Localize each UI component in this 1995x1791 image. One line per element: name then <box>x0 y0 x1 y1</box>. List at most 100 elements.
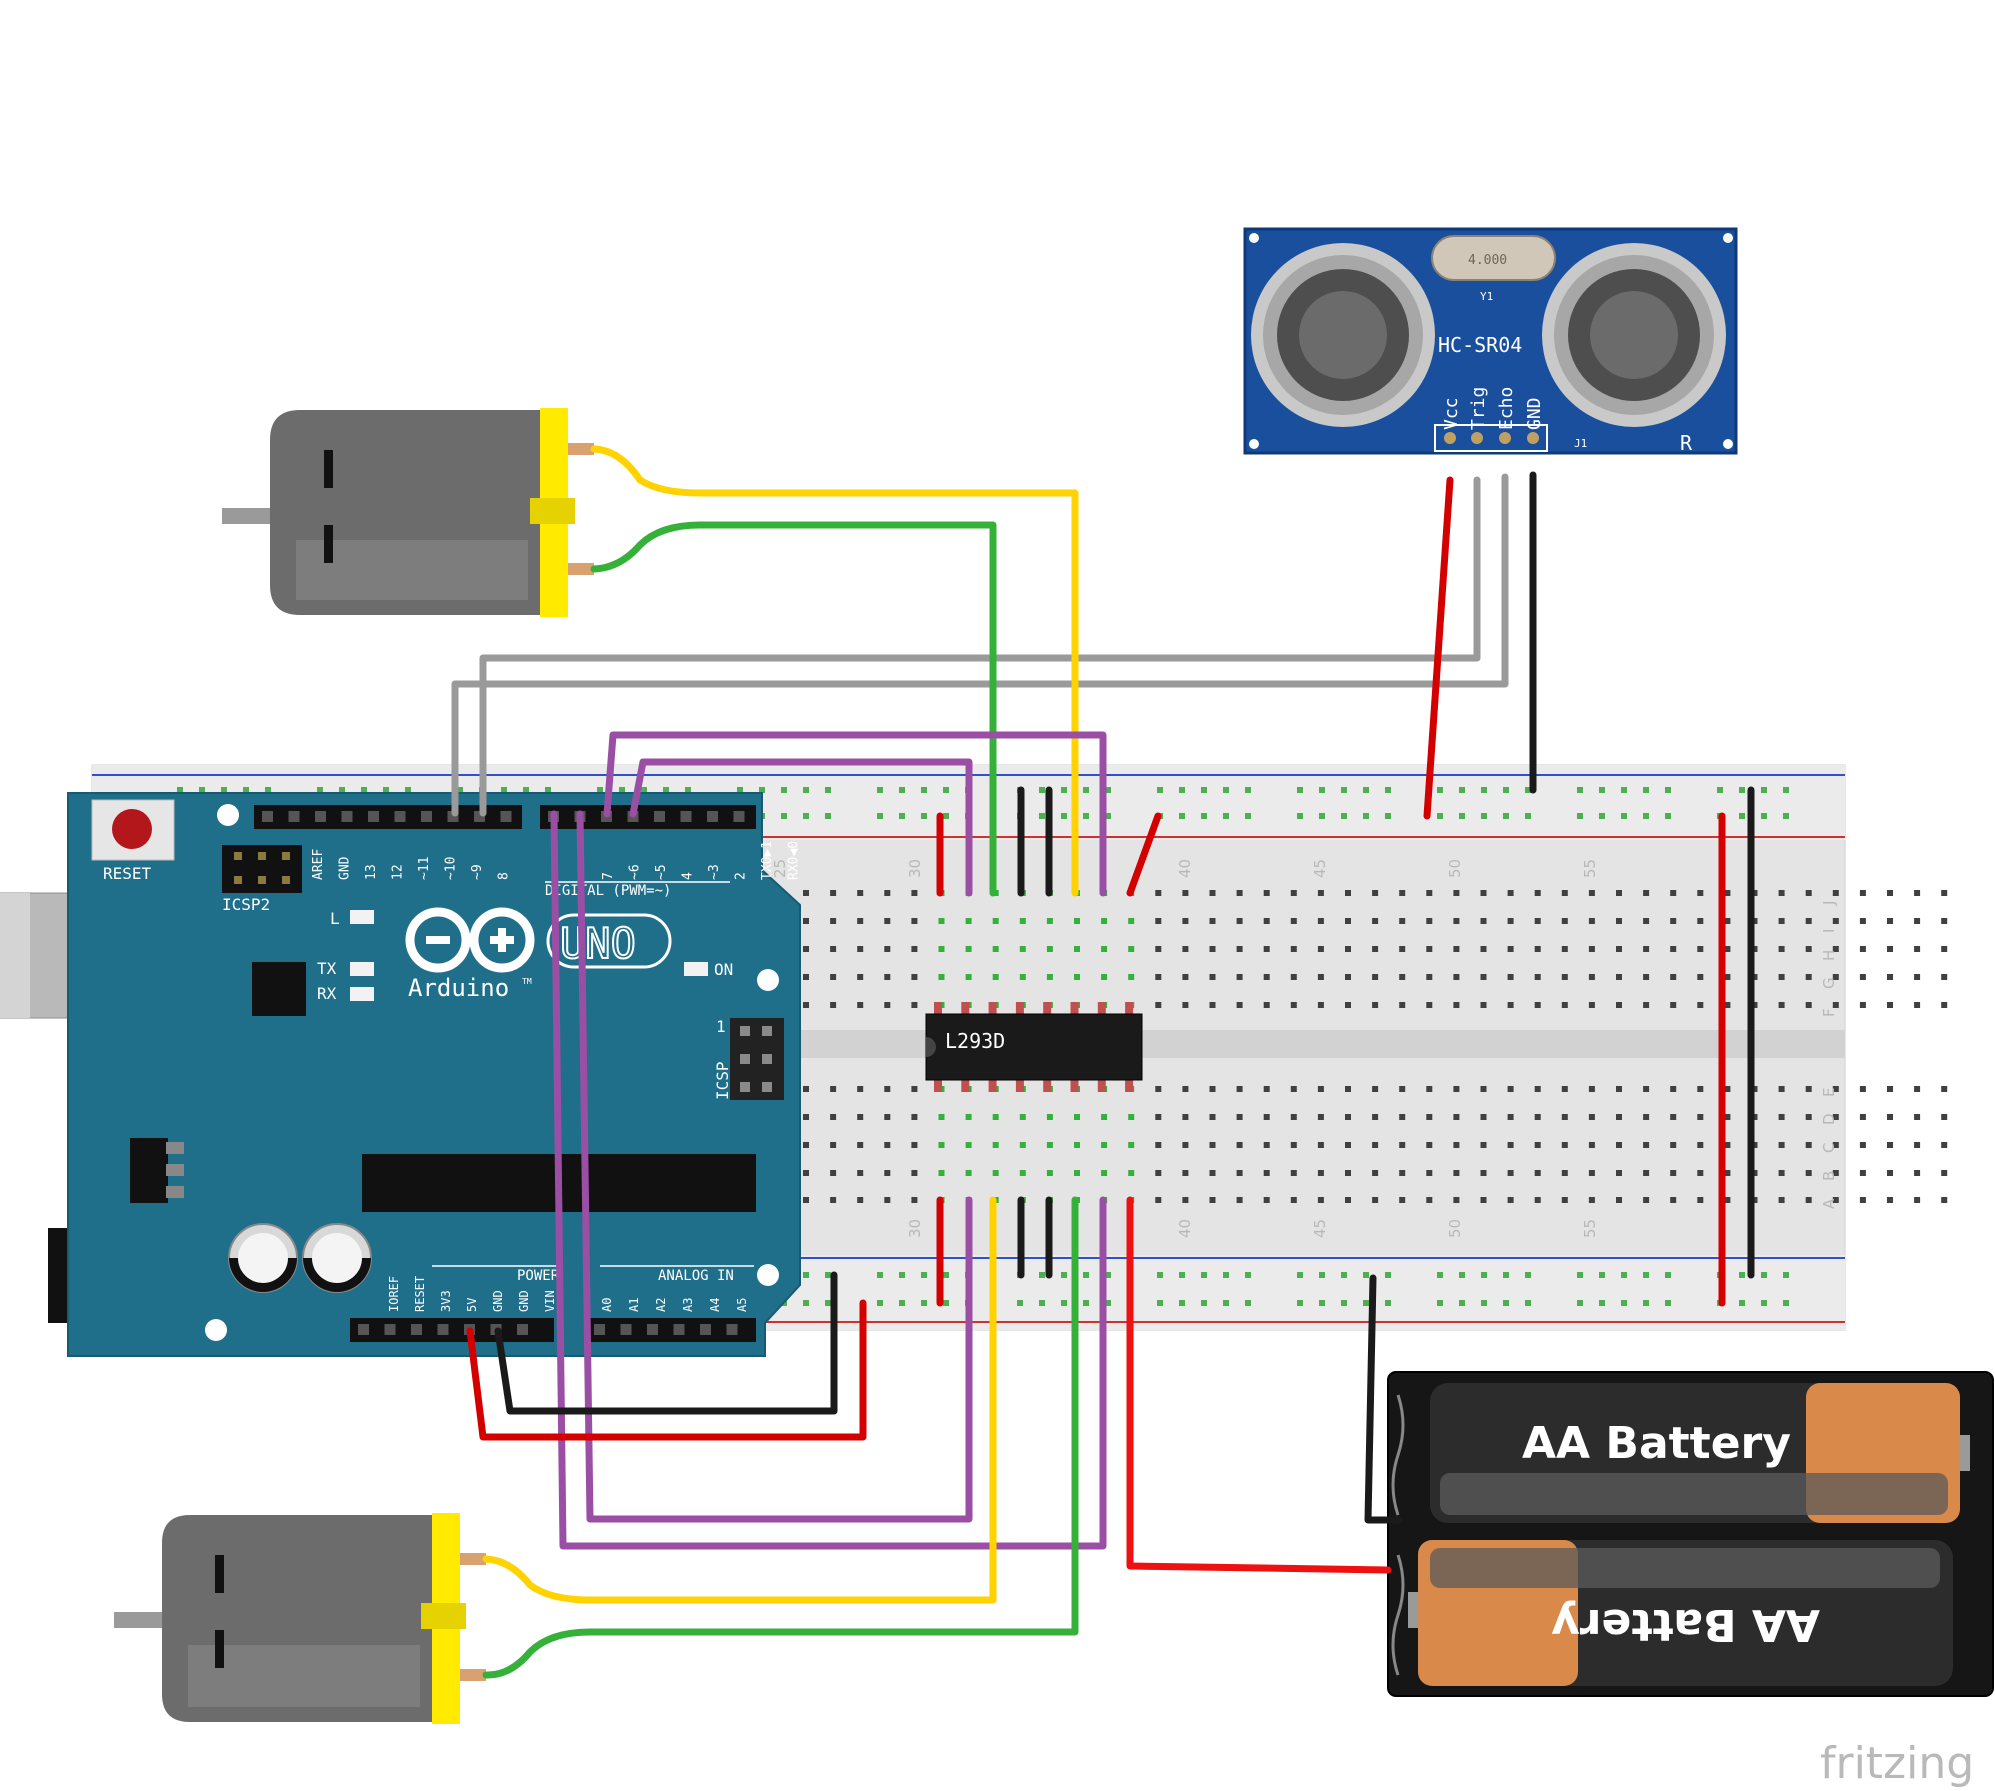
breadboard-hole <box>1372 1142 1379 1148</box>
breadboard-hole <box>1317 1086 1324 1092</box>
breadboard-hole <box>803 1170 809 1176</box>
rail-hole <box>1437 787 1443 793</box>
breadboard-hole <box>1534 946 1541 952</box>
digital-pin-label: 4 <box>681 872 696 880</box>
breadboard-hole <box>911 890 918 896</box>
breadboard-hole <box>938 1142 945 1148</box>
breadboard-hole <box>1887 1086 1893 1092</box>
rail-hole <box>1643 1272 1649 1278</box>
breadboard-hole <box>1643 890 1650 896</box>
breadboard-hole <box>992 918 999 924</box>
breadboard-hole <box>1345 1002 1351 1008</box>
breadboard-hole <box>992 1114 999 1120</box>
breadboard-hole <box>1643 1170 1650 1176</box>
wire-sensor-echo <box>451 473 1509 817</box>
breadboard-hole <box>1426 1114 1433 1120</box>
breadboard-hole <box>1778 890 1785 896</box>
ic-legs <box>934 1002 1134 1092</box>
breadboard-hole <box>1372 890 1379 896</box>
breadboard-hole <box>938 974 945 980</box>
breadboard-hole <box>1887 1197 1893 1203</box>
pin-socket <box>620 1324 632 1335</box>
rail-hole <box>1083 813 1089 819</box>
breadboard-hole <box>1832 1002 1839 1008</box>
rail-hole <box>501 787 507 793</box>
breadboard-hole <box>1480 1002 1487 1008</box>
breadboard-hole <box>1507 1197 1514 1203</box>
l293d-chip: L293D <box>925 1002 1143 1092</box>
pin-socket <box>384 1324 396 1335</box>
ic-leg <box>1070 1002 1079 1016</box>
pin-label-echo: Echo <box>1496 387 1517 430</box>
breadboard-hole <box>1155 974 1162 980</box>
breadboard-hole <box>1263 1142 1270 1148</box>
pin-socket <box>673 1324 685 1335</box>
breadboard-hole <box>1399 1002 1406 1008</box>
breadboard-hole <box>884 1002 891 1008</box>
breadboard-hole <box>1697 1114 1704 1120</box>
breadboard-hole <box>1941 1142 1948 1148</box>
ic-leg <box>1043 1078 1052 1092</box>
breadboard-hole <box>1399 946 1406 952</box>
breadboard-hole <box>965 1142 972 1148</box>
breadboard-hole <box>830 890 837 896</box>
breadboard-hole <box>857 1002 864 1008</box>
breadboard-hole <box>1859 1002 1866 1008</box>
rail-hole <box>1577 813 1583 819</box>
breadboard-hole <box>1317 1142 1324 1148</box>
breadboard-hole <box>1832 1197 1839 1203</box>
pin-socket <box>411 1324 422 1335</box>
breadboard-hole <box>1101 918 1108 924</box>
row-letter-j: J <box>1820 901 1838 906</box>
column-number-50-bottom: 50 <box>1446 1219 1464 1238</box>
breadboard-hole <box>1480 1142 1487 1148</box>
breadboard-hole <box>1778 1170 1785 1176</box>
wire-purple-2 <box>629 758 973 897</box>
breadboard-hole <box>992 946 999 952</box>
breadboard-hole <box>1832 1086 1839 1092</box>
led-tx-label: TX <box>317 959 337 978</box>
pin-socket <box>654 811 665 822</box>
breadboard-hole <box>1561 1114 1568 1120</box>
breadboard-hole <box>1426 1197 1433 1203</box>
breadboard-hole <box>1019 974 1026 980</box>
rail-hole <box>1665 1300 1671 1306</box>
power-pin-label: IOREF <box>387 1276 401 1312</box>
pin-socket <box>680 811 692 822</box>
digital-pin-label: 7 <box>601 872 616 880</box>
breadboard-hole <box>1290 1002 1297 1008</box>
wire-battery-negative <box>1364 1274 1404 1524</box>
breadboard-hole <box>911 974 918 980</box>
breadboard-hole <box>1832 918 1839 924</box>
wire-gnd <box>494 1271 838 1415</box>
breadboard-hole <box>830 918 837 924</box>
breadboard-hole <box>938 918 945 924</box>
breadboard-hole <box>1317 918 1324 924</box>
digital-pin-label: TX0▶1 <box>760 841 775 880</box>
breadboard-hole <box>1290 1170 1297 1176</box>
ic-leg <box>1125 1002 1134 1016</box>
breadboard-hole <box>830 1114 837 1120</box>
breadboard-hole <box>1859 1170 1866 1176</box>
row-letter-i: I <box>1820 929 1838 933</box>
breadboard-hole <box>1345 1142 1351 1148</box>
breadboard-hole <box>884 1197 891 1203</box>
trademark: TM <box>522 977 532 986</box>
breadboard-hole <box>1317 1197 1324 1203</box>
breadboard-hole <box>965 1170 972 1176</box>
breadboard-hole <box>1236 918 1243 924</box>
rail-hole <box>317 787 323 793</box>
rail-hole <box>1459 1300 1465 1306</box>
rail-hole <box>1525 1300 1531 1306</box>
breadboard-hole <box>1155 1142 1162 1148</box>
rail-hole <box>405 787 411 793</box>
breadboard-hole <box>1697 946 1704 952</box>
analog-pin-label: A1 <box>627 1298 641 1312</box>
rail-hole <box>899 1272 905 1278</box>
wire-motor-bottom-yellow <box>482 1196 997 1604</box>
rail-hole <box>1297 1272 1303 1278</box>
column-number-50: 50 <box>1446 859 1464 878</box>
digital-pin-label: ~9 <box>470 864 485 880</box>
rail-hole <box>1157 787 1163 793</box>
